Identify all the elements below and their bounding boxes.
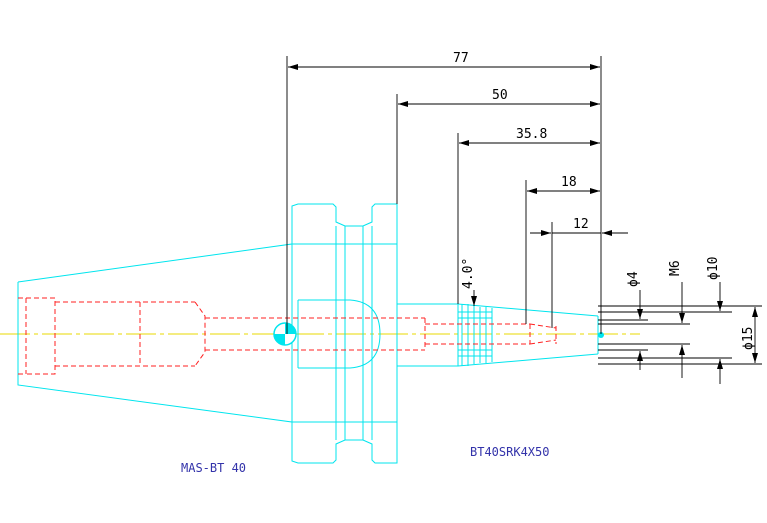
- hidden-bore-lines: [18, 297, 557, 375]
- flange-body: [291, 203, 398, 464]
- dim-m6: M6: [668, 260, 683, 276]
- dim-dia4: ϕ4: [626, 271, 641, 287]
- dimension-lines: [286, 56, 762, 384]
- dim-77: 77: [453, 51, 469, 66]
- dim-35-8: 35.8: [516, 127, 547, 142]
- gauge-point-icon: [273, 322, 297, 346]
- dim-50: 50: [492, 88, 508, 103]
- dim-18: 18: [561, 175, 577, 190]
- nose: [397, 303, 604, 367]
- dim-dia15: ϕ15: [741, 327, 756, 350]
- holder-label-right: BT40SRK4X50: [470, 445, 549, 459]
- dim-dia10: ϕ10: [706, 257, 721, 280]
- holder-label-left: MAS-BT 40: [181, 461, 246, 475]
- dim-angle: 4.0°: [461, 258, 476, 289]
- taper-shank: [17, 243, 293, 423]
- dim-12: 12: [573, 217, 589, 232]
